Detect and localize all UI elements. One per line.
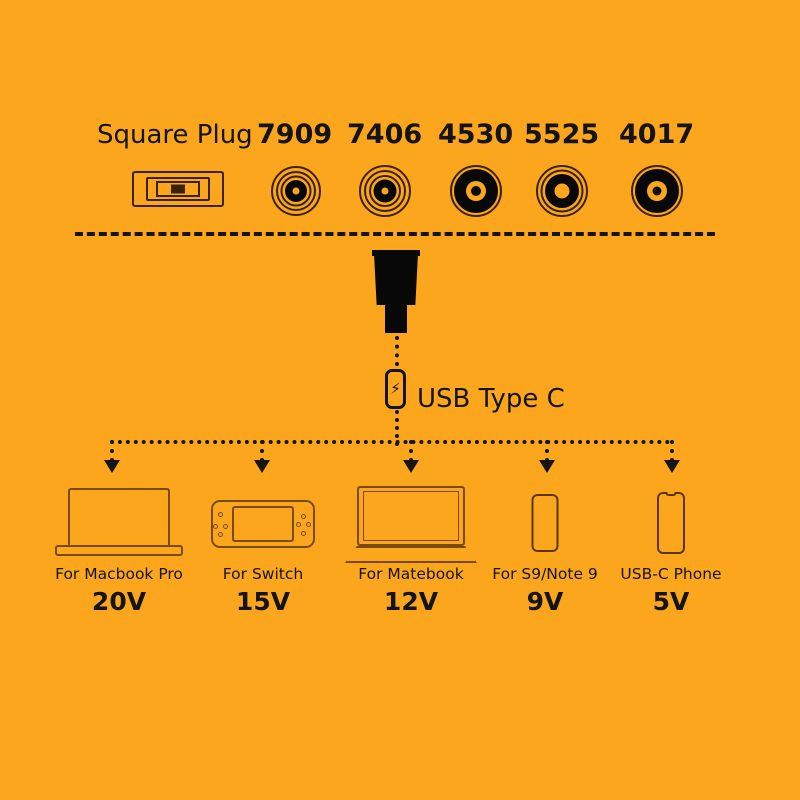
ring-inner xyxy=(280,175,312,207)
branch-drop-1 xyxy=(110,440,114,462)
connector-label-4017: 4017 xyxy=(619,119,695,150)
section-divider xyxy=(75,232,715,236)
arrow-down-icon-1 xyxy=(104,460,120,473)
connector-labels-row: Square Plug 7909 7406 4530 5525 4017 xyxy=(0,118,800,158)
dc-barrel-plug-icon xyxy=(374,253,418,305)
device-usbc-phone: USB-C Phone 5V xyxy=(611,484,731,617)
device-caption: For S9/Note 9 xyxy=(492,565,598,583)
ring-mid xyxy=(276,171,316,211)
branch-drop-5 xyxy=(670,440,674,462)
device-voltage: 9V xyxy=(526,587,564,616)
square-plug-contact-frame xyxy=(156,181,200,197)
barrel-connector-icon-4017 xyxy=(629,163,685,219)
nintendo-switch-icon xyxy=(198,484,328,562)
square-plug-inner-frame xyxy=(146,177,210,201)
barrel-connector-icon-7909 xyxy=(268,163,324,219)
usb-type-c-label: USB Type C xyxy=(417,384,565,414)
matebook-laptop-icon xyxy=(344,484,478,563)
device-switch: For Switch 15V xyxy=(198,484,328,617)
device-s9-note9: For S9/Note 9 9V xyxy=(483,484,607,617)
connector-label-4530: 4530 xyxy=(438,119,514,150)
connector-link-lower xyxy=(395,410,399,446)
laptop-base xyxy=(55,545,183,556)
ring-outer xyxy=(271,166,321,216)
laptop-screen xyxy=(68,488,170,545)
device-voltage: 5V xyxy=(652,587,690,616)
device-voltage: 15V xyxy=(235,587,291,616)
connector-link-upper xyxy=(395,336,399,366)
ring-inner xyxy=(369,175,401,207)
laptop-screen-inner xyxy=(363,491,459,541)
phone-notch xyxy=(665,492,677,496)
switch-dpad-right xyxy=(306,522,311,527)
device-matebook: For Matebook 12V xyxy=(344,484,478,617)
square-plug-icon xyxy=(132,171,224,207)
connector-label-7406: 7406 xyxy=(347,119,423,150)
square-plug-label: Square Plug xyxy=(97,120,253,150)
ring-outer xyxy=(536,165,588,217)
device-caption: USB-C Phone xyxy=(620,565,722,583)
device-voltage: 12V xyxy=(383,587,439,616)
arrow-down-icon-4 xyxy=(539,460,555,473)
ring-mid xyxy=(364,170,406,212)
phone-body xyxy=(531,494,559,552)
laptop-screen xyxy=(357,486,465,546)
barrel-pin-hole xyxy=(381,187,389,195)
dc-plug-tip xyxy=(385,303,407,333)
branch-drop-3 xyxy=(409,440,413,462)
laptop-base xyxy=(345,546,477,563)
device-caption: For Macbook Pro xyxy=(55,565,183,583)
switch-button-d xyxy=(218,532,223,537)
barrel-pin-hole xyxy=(292,187,300,195)
phone-body xyxy=(657,492,685,554)
macbook-laptop-icon xyxy=(44,484,194,562)
barrel-pin xyxy=(652,186,662,196)
lightning-bolt-icon: ⚡ xyxy=(390,379,401,398)
switch-dpad-down xyxy=(301,531,306,536)
barrel-connector-icon-4530 xyxy=(448,163,504,219)
ring-outer xyxy=(450,165,502,217)
switch-button-c xyxy=(223,524,228,529)
ring-outer xyxy=(631,165,683,217)
ring-outer xyxy=(359,165,411,217)
barrel-connector-icon-5525 xyxy=(534,163,590,219)
smartphone-icon xyxy=(483,484,607,562)
arrow-down-icon-5 xyxy=(664,460,680,473)
square-plug-pin xyxy=(171,184,185,194)
arrow-down-icon-2 xyxy=(254,460,270,473)
smartphone-notch-icon xyxy=(611,484,731,562)
barrel-connector-icon-7406 xyxy=(357,163,413,219)
distribution-bus-line xyxy=(110,440,670,444)
usb-type-c-lightning-icon: ⚡ xyxy=(385,369,406,409)
device-caption: For Switch xyxy=(222,565,304,583)
barrel-pin xyxy=(471,186,481,196)
device-macbook-pro: For Macbook Pro 20V xyxy=(44,484,194,617)
switch-button-b xyxy=(213,524,218,529)
switch-body xyxy=(211,500,315,548)
arrow-down-icon-3 xyxy=(403,460,419,473)
switch-button-a xyxy=(218,512,223,517)
branch-drop-2 xyxy=(260,440,264,462)
device-caption: For Matebook xyxy=(358,565,464,583)
barrel-pin-hole xyxy=(554,183,570,199)
switch-dpad-up xyxy=(301,514,306,519)
switch-screen xyxy=(232,506,294,542)
branch-drop-4 xyxy=(545,440,549,462)
device-voltage: 20V xyxy=(91,587,147,616)
connector-label-7909: 7909 xyxy=(257,119,333,150)
ring-mid xyxy=(540,169,584,213)
switch-dpad-left xyxy=(296,522,301,527)
connector-icons-row xyxy=(0,163,800,225)
connector-label-5525: 5525 xyxy=(524,119,600,150)
